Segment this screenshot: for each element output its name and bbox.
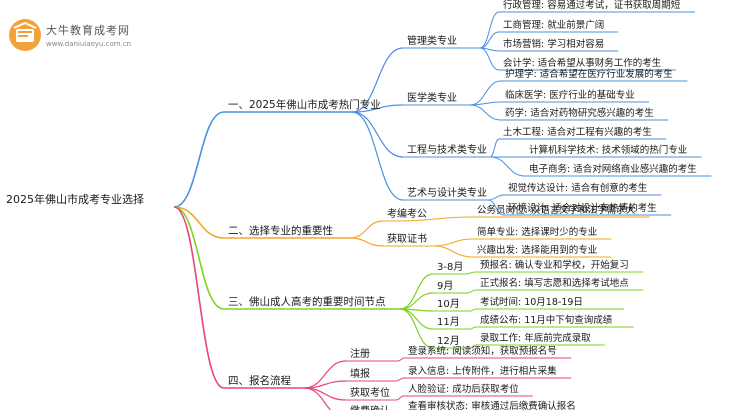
leaf-label: 会计学: 适合希望从事财务工作的考生 bbox=[503, 57, 662, 69]
group-label: 艺术与设计类专业 bbox=[407, 186, 487, 199]
group-label: 11月 bbox=[437, 316, 460, 328]
section-label: 一、2025年佛山市成考热门专业 bbox=[228, 98, 381, 111]
leaf-line bbox=[489, 138, 500, 158]
group-label: 获取证书 bbox=[387, 233, 427, 245]
leaf-line bbox=[397, 357, 405, 362]
site-logo: 大牛教育成考网 www.daniuiaoyu.com.cn bbox=[8, 18, 131, 52]
leaf-line bbox=[432, 238, 474, 247]
leaf-line bbox=[487, 199, 505, 216]
leaf-label: 登录系统: 阅读须知，获取预报名号 bbox=[408, 345, 557, 357]
leaf-label: 人脸验证: 成功后获取考位 bbox=[408, 383, 519, 395]
group-line bbox=[399, 308, 434, 330]
group-label: 缴费确认 bbox=[350, 404, 390, 410]
leaf-label: 土木工程: 适合对工程有兴趣的考生 bbox=[503, 126, 652, 138]
group-label: 10月 bbox=[437, 298, 460, 310]
group-line bbox=[303, 387, 332, 410]
leaf-label: 兴趣出发: 选择能用到的专业 bbox=[477, 244, 597, 256]
leaf-line bbox=[479, 11, 500, 49]
leaf-line bbox=[466, 289, 477, 294]
leaf-label: 公务员岗位: 汉语言文学和法学需求大 bbox=[477, 204, 636, 216]
leaf-line bbox=[469, 308, 477, 312]
leaf-label: 简单专业: 选择课时少的专业 bbox=[477, 226, 597, 238]
group-line bbox=[349, 237, 384, 247]
leaf-line bbox=[395, 395, 405, 401]
group-line bbox=[351, 111, 404, 201]
leaf-label: 药学: 适合对药物研究感兴趣的考生 bbox=[505, 107, 654, 119]
leaf-label: 视觉传达设计: 适合有创意的考生 bbox=[508, 182, 648, 194]
group-label: 注册 bbox=[350, 347, 370, 360]
leaf-line bbox=[432, 245, 474, 258]
root-topic: 2025年佛山市成考专业选择 bbox=[6, 192, 144, 206]
leaf-line bbox=[469, 80, 502, 106]
group-line bbox=[351, 104, 404, 113]
leaf-line bbox=[489, 156, 526, 177]
group-label: 12月 bbox=[437, 335, 460, 347]
logo-name: 大牛教育成考网 bbox=[46, 24, 130, 37]
leaf-label: 计算机科学技术: 技术领域的热门专业 bbox=[529, 144, 687, 156]
leaf-label: 录入信息: 上传附件，进行相片采集 bbox=[408, 365, 557, 377]
logo-icon bbox=[8, 18, 42, 52]
group-line bbox=[399, 273, 434, 310]
leaf-line bbox=[469, 326, 477, 330]
leaf-line bbox=[464, 271, 477, 275]
group-line bbox=[351, 47, 404, 113]
leaf-line bbox=[395, 377, 405, 382]
leaf-label: 录取工作: 年底前完成录取 bbox=[480, 332, 591, 344]
leaf-label: 成绩公布: 11月中下旬查询成绩 bbox=[480, 314, 613, 326]
branch-line bbox=[173, 111, 225, 208]
group-label: 管理类专业 bbox=[407, 34, 457, 47]
leaf-line bbox=[469, 344, 477, 349]
group-label: 获取考位 bbox=[350, 386, 390, 399]
leaf-line bbox=[469, 101, 502, 106]
branch-line bbox=[173, 206, 225, 239]
group-line bbox=[351, 111, 404, 158]
leaf-line bbox=[479, 47, 500, 71]
group-line bbox=[303, 387, 347, 401]
leaf-label: 护理学: 适合希望在医疗行业发展的考生 bbox=[505, 68, 673, 80]
leaf-label: 考试时间: 10月18-19日 bbox=[480, 296, 583, 308]
group-label: 填报 bbox=[350, 367, 370, 380]
leaf-label: 工商管理: 就业前景广阔 bbox=[503, 19, 604, 31]
leaf-label: 预报名: 确认专业和学校，开始复习 bbox=[480, 259, 629, 271]
leaf-line bbox=[397, 216, 474, 222]
leaf-label: 查看审核状态: 审核通过后缴费确认报名 bbox=[408, 400, 576, 410]
leaf-label: 临床医学: 医疗行业的基础专业 bbox=[505, 89, 635, 101]
group-label: 3-8月 bbox=[437, 261, 463, 273]
branch-line bbox=[173, 206, 225, 389]
leaf-line bbox=[479, 31, 500, 49]
branch-line bbox=[173, 206, 225, 310]
group-label: 工程与技术类专业 bbox=[407, 143, 487, 156]
leaf-line bbox=[487, 194, 505, 201]
section-label: 四、报名流程 bbox=[228, 374, 291, 387]
section-label: 三、佛山成人高考的重要时间节点 bbox=[228, 295, 386, 308]
group-line bbox=[399, 308, 434, 349]
group-label: 医学类专业 bbox=[407, 91, 457, 104]
leaf-label: 行政管理: 容易通过考试，证书获取周期短 bbox=[503, 0, 681, 11]
leaf-label: 正式报名: 填写志愿和选择考试地点 bbox=[480, 277, 629, 289]
leaf-label: 环境设计: 适合对设计有热情的考生 bbox=[508, 202, 657, 214]
leaf-label: 市场营销: 学习相对容易 bbox=[503, 38, 604, 50]
logo-url: www.daniuiaoyu.com.cn bbox=[46, 40, 132, 48]
group-label: 考编考公 bbox=[387, 207, 427, 220]
group-line bbox=[349, 220, 384, 239]
leaf-line bbox=[469, 104, 502, 121]
group-line bbox=[399, 292, 434, 310]
leaf-label: 电子商务: 适合对网络商业感兴趣的考生 bbox=[529, 163, 697, 175]
section-label: 二、选择专业的重要性 bbox=[228, 224, 333, 237]
group-label: 9月 bbox=[437, 280, 453, 292]
